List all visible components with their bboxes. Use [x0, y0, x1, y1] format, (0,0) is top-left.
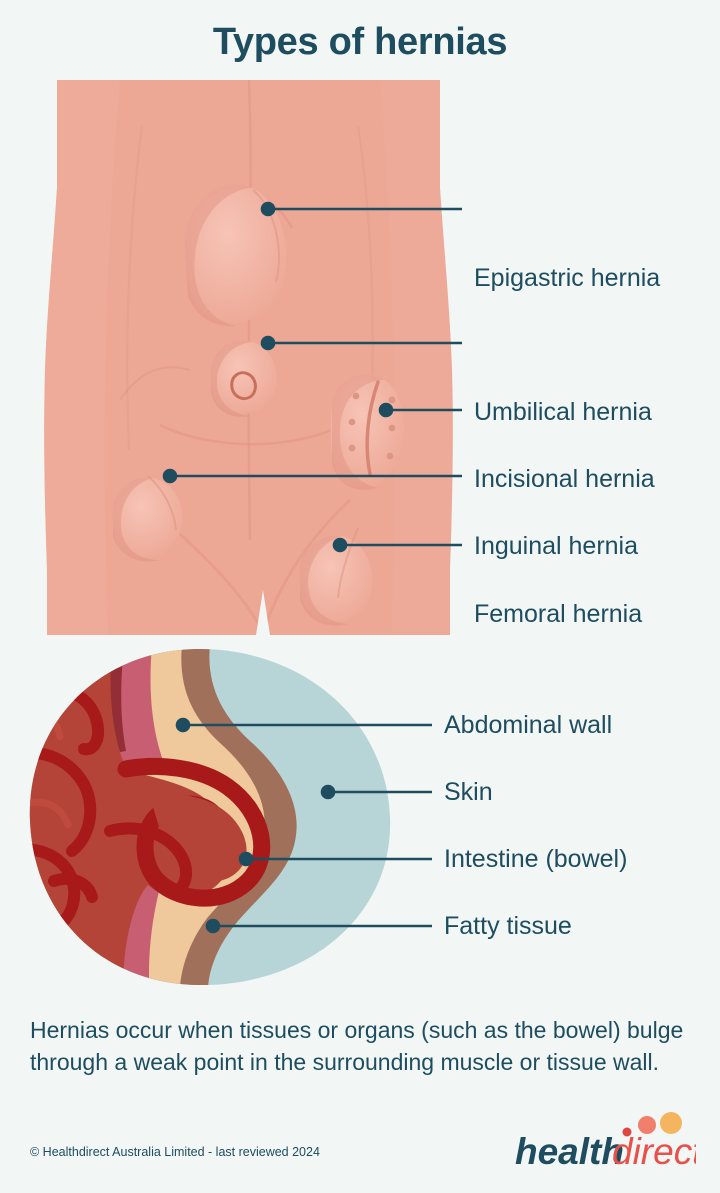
inguinal-bulge	[112, 475, 183, 562]
crosssection-leader-lines	[175, 717, 432, 934]
healthdirect-logo[interactable]: health direct	[511, 1108, 704, 1172]
label-umbilical-hernia: Umbilical hernia	[474, 398, 652, 426]
logo-word-direct: direct	[612, 1131, 696, 1170]
torso-illustration	[44, 80, 462, 635]
herniated-bowel-fill	[150, 794, 247, 883]
umbilical-bulge	[210, 340, 277, 417]
label-epigastric-hernia: Epigastric hernia	[474, 264, 661, 292]
logo-dot-large	[660, 1112, 682, 1134]
caption-text: Hernias occur when tissues or organs (su…	[30, 1017, 684, 1075]
epigastric-bulge	[184, 184, 287, 327]
logo-word-health: health	[515, 1131, 624, 1170]
torso-leader-lines	[162, 201, 462, 553]
femoral-bulge	[299, 527, 373, 626]
logo-dot-small	[622, 1127, 632, 1137]
torso-figure: Epigastric hernia Umbilical hernia Incis…	[0, 70, 720, 650]
crosssection-illustration	[29, 649, 432, 986]
incisional-bulge	[330, 374, 404, 490]
crosssection-body	[29, 649, 391, 986]
label-femoral-hernia: Femoral hernia	[474, 600, 643, 628]
logo-dot-medium	[638, 1116, 656, 1134]
label-skin: Skin	[444, 778, 493, 806]
copyright-text: © Healthdirect Australia Limited - last …	[30, 1145, 320, 1159]
page-title: Types of hernias	[212, 21, 508, 63]
crosssection-figure: Abdominal wall Skin Intestine (bowel) Fa…	[0, 645, 720, 1000]
label-fatty-tissue: Fatty tissue	[444, 912, 572, 940]
label-abdominal-wall: Abdominal wall	[444, 711, 613, 739]
torso-body	[44, 80, 453, 635]
label-inguinal-hernia: Inguinal hernia	[474, 532, 639, 560]
label-intestine-bowel: Intestine (bowel)	[444, 845, 628, 873]
label-incisional-hernia: Incisional hernia	[474, 465, 655, 493]
